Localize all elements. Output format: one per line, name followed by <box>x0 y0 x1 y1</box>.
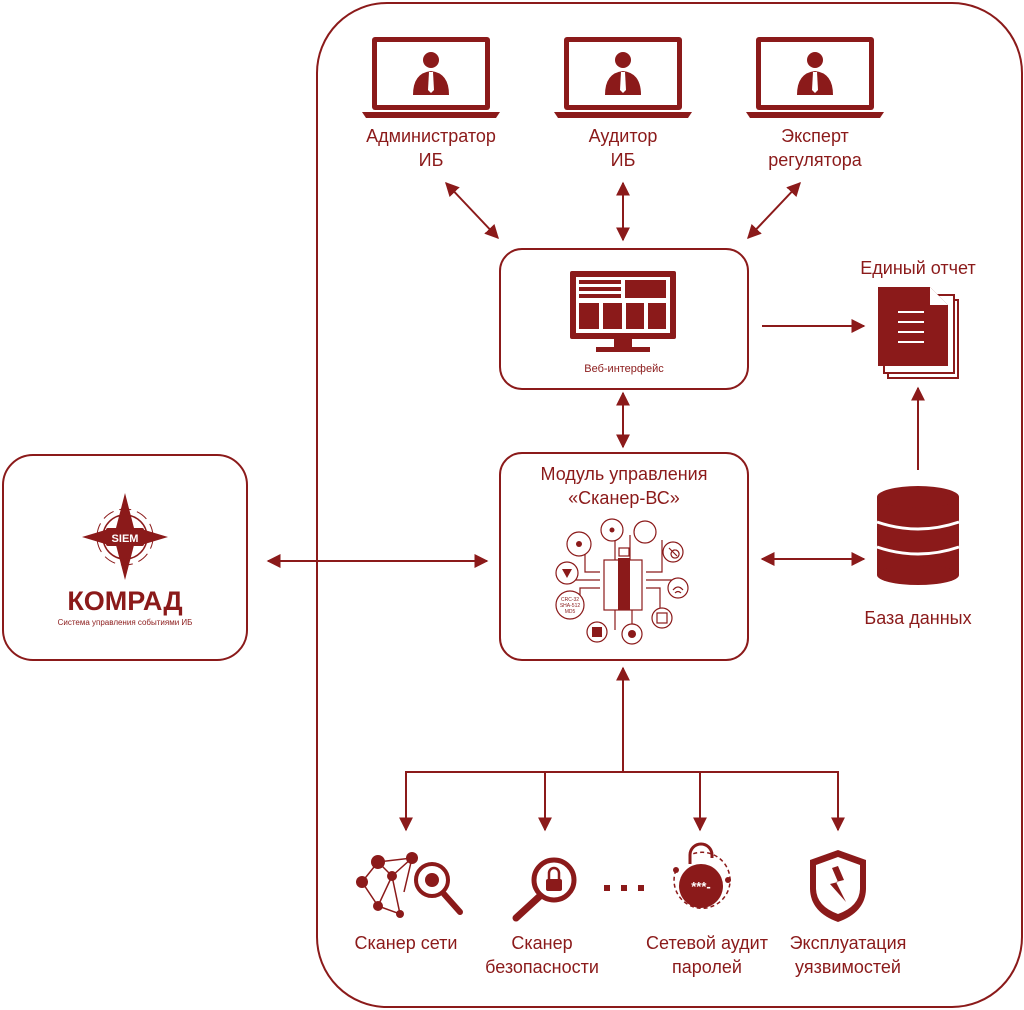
web-interface-label: Веб-интерфейс <box>584 363 664 375</box>
report-icon <box>878 287 959 379</box>
system-container <box>316 2 1023 1008</box>
siem-logo-icon: SIEM <box>82 493 168 580</box>
database-label: База данных <box>864 608 972 628</box>
ellipsis-dots <box>604 885 644 891</box>
arrow-expert-web <box>747 181 801 240</box>
siem-subtitle: Система управления событиями ИБ <box>58 618 193 627</box>
role-expert-label: Эксперт регулятора <box>735 124 895 172</box>
role-auditor-line1: Аудитор <box>588 126 658 146</box>
arrow-admin-web <box>445 181 499 240</box>
hash-label-sha: SHA-512 <box>560 603 581 609</box>
exploit-icon <box>810 850 866 922</box>
admin-monitor-icon <box>362 37 500 118</box>
expert-monitor-icon <box>746 37 884 118</box>
siem-badge: SIEM <box>112 533 139 545</box>
role-expert-line2: регулятора <box>768 150 862 170</box>
module-box <box>499 452 749 661</box>
hash-label-md5: MD5 <box>565 609 576 615</box>
role-expert-line1: Эксперт <box>781 126 849 146</box>
module-title-line1: Модуль управления <box>540 464 708 484</box>
siem-brand: КОМРАД <box>67 586 182 616</box>
security-scanner-icon <box>512 857 577 922</box>
role-admin-label: Администратор ИБ <box>351 124 511 172</box>
scanner-module-icon <box>555 518 689 645</box>
tool-security-scanner-line2: безопасности <box>485 957 599 977</box>
tool-network-scanner-label: Сканер сети <box>326 931 486 955</box>
svg-text:***-: ***- <box>691 879 711 894</box>
tool-security-scanner-label: Сканер безопасности <box>457 931 627 979</box>
database-icon <box>876 486 960 585</box>
tool-exploit-label: Эксплуатация уязвимостей <box>768 931 928 979</box>
role-auditor-line2: ИБ <box>610 150 636 170</box>
auditor-monitor-icon <box>554 37 692 118</box>
network-scanner-icon <box>356 852 463 918</box>
module-title-line2: «Сканер-ВС» <box>568 488 680 508</box>
report-label: Единый отчет <box>860 258 976 278</box>
tool-security-scanner-line1: Сканер <box>511 933 573 953</box>
tool-password-audit-label: Сетевой аудит паролей <box>622 931 792 979</box>
tool-network-scanner-line1: Сканер сети <box>354 933 458 953</box>
web-interface-icon <box>570 271 676 352</box>
tool-exploit-line1: Эксплуатация <box>789 933 907 953</box>
module-title: Модуль управления «Сканер-ВС» <box>504 462 744 510</box>
tool-exploit-line2: уязвимостей <box>795 957 901 977</box>
tool-password-audit-line1: Сетевой аудит <box>646 933 768 953</box>
tool-password-audit-line2: паролей <box>672 957 742 977</box>
role-admin-line2: ИБ <box>418 150 444 170</box>
password-audit-icon: ***- <box>673 842 731 909</box>
role-admin-line1: Администратор <box>366 126 496 146</box>
siem-box <box>2 454 248 661</box>
web-interface-box <box>499 248 749 390</box>
hash-label-crc: CRC-32 <box>561 597 579 603</box>
role-auditor-label: Аудитор ИБ <box>543 124 703 172</box>
